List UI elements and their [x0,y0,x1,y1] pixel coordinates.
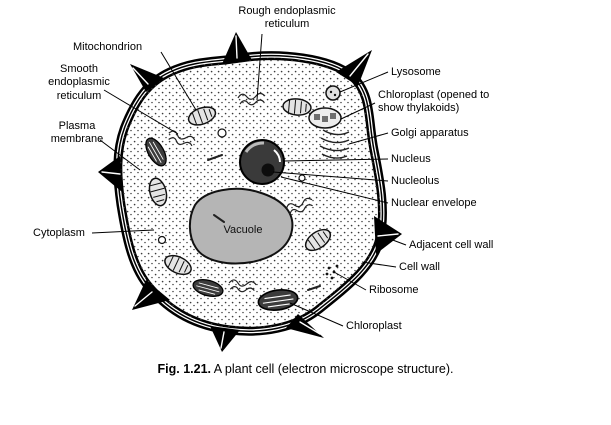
vesicles [157,128,321,291]
leader-mitochondrion [160,51,197,111]
leader-nucleolus [272,171,389,182]
nucleolus-shape [261,163,275,177]
leader-nuclear-envelope [280,176,389,204]
label-rough-er: Rough endoplasmic reticulum [238,5,336,31]
leader-cytoplasm [91,229,155,234]
vacuole-shape: Vacuole [188,187,294,265]
leader-adjacent-cell-wall [389,238,407,246]
vacuole-label: Vacuole [224,224,263,236]
leader-lines [91,33,407,327]
label-adjacent-cell-wall: Adjacent cell wall [409,239,494,251]
label-ribosome: Ribosome [369,284,419,296]
figure-number: Fig. 1.21. [157,362,212,376]
leader-rough-er [256,33,263,101]
leader-chloroplast [289,302,344,327]
label-nucleus: Nucleus [391,153,431,165]
ribosome-dots [325,264,339,280]
adjacent-cell-wall-junctions [98,32,402,352]
leader-lysosome [339,71,389,93]
leader-nucleus [283,158,389,162]
label-cytoplasm: Cytoplasm [33,227,85,239]
lysosome-shape [325,85,341,101]
label-cell-wall: Cell wall [399,261,440,273]
leader-smooth-er [103,89,179,135]
label-mitochondrion: Mitochondrion [73,41,143,53]
leader-ribosome [333,271,367,291]
nucleus-shape [239,139,285,185]
label-lysosome: Lysosome [391,66,441,78]
figure-caption: Fig. 1.21. A plant cell (electron micros… [0,362,611,376]
label-plasma-membrane: Plasma membrane [50,120,104,146]
chloroplast-opened-shape [308,107,342,129]
label-golgi-apparatus: Golgi apparatus [391,127,469,139]
label-nucleolus: Nucleolus [391,175,440,187]
leader-cell-wall [361,261,397,268]
label-chloroplast: Chloroplast [346,320,402,332]
leader-plasma-membrane [99,139,141,171]
leader-chloroplast-opened [340,102,376,120]
label-smooth-er: Smooth endoplasmic reticulum [48,63,110,102]
label-nuclear-envelope: Nuclear envelope [391,197,477,209]
leader-golgi [348,132,389,145]
golgi-apparatus-shape [319,129,350,159]
label-chloroplast-opened: Chloroplast (opened to show thylakoids) [378,89,490,115]
figure-caption-text: A plant cell (electron microscope struct… [213,362,454,376]
